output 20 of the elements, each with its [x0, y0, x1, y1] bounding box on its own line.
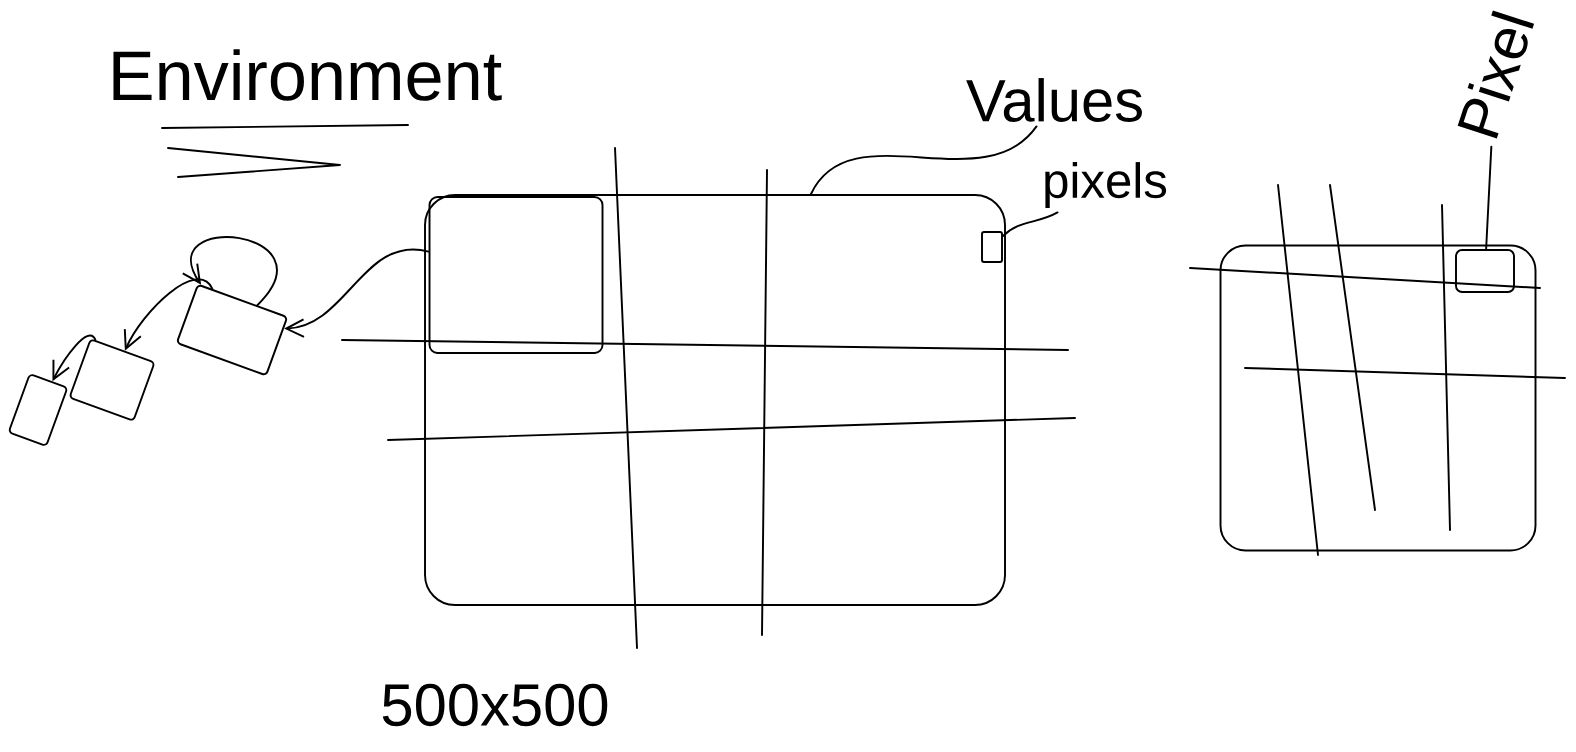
title: Environment	[113, 49, 502, 101]
leader-line	[810, 125, 1038, 195]
pixel-square	[1455, 249, 1515, 293]
arrow	[284, 248, 430, 338]
grid-frame	[424, 194, 1006, 606]
grid-cell	[428, 196, 604, 354]
annotation-text: Pixel	[1457, 10, 1535, 139]
small-box	[176, 284, 288, 376]
small-box	[8, 374, 68, 446]
arrow	[181, 236, 278, 307]
grid-frame	[1219, 244, 1537, 552]
leader-line	[1002, 211, 1059, 237]
annotation-text: pixels	[1045, 162, 1167, 208]
leader-line	[1485, 145, 1493, 250]
arrow	[123, 278, 214, 351]
annotation-text: Values	[966, 78, 1142, 122]
pixel-square	[981, 231, 1003, 263]
small-box	[69, 339, 155, 421]
arrow	[52, 334, 97, 382]
dimension-text: 500x500	[382, 683, 608, 727]
